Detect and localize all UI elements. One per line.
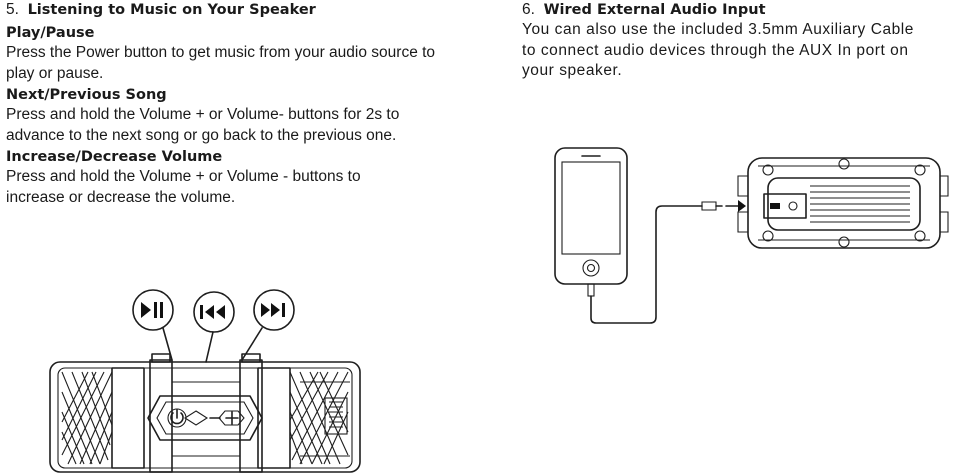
volume-heading: Increase/Decrease Volume [6,149,223,165]
text-line: You can also use the included 3.5mm Auxi… [522,21,914,38]
arrow-right-icon [725,200,746,212]
play-pause-icon [141,302,163,318]
text-line: your speaker. [522,62,623,79]
play-pause-heading: Play/Pause [6,25,95,41]
previous-track-callout [193,291,235,333]
section-5-title: 5. Listening to Music on Your Speaker [6,1,486,19]
next-previous-text: Press and hold the Volume + or Volume- b… [6,105,486,146]
volume-minus-icon [183,410,221,426]
phone-illustration [554,147,628,285]
text-line: advance to the next song or go back to t… [6,126,397,144]
left-instructions: 5. Listening to Music on Your Speaker Pl… [6,0,486,208]
volume-text: Press and hold the Volume + or Volume - … [6,167,486,208]
next-track-callout [253,289,295,331]
text-line: Press and hold the Volume + or Volume - … [6,168,361,185]
text-line: Press the Power button to get music from… [6,44,436,61]
previous-track-icon [200,305,225,319]
text-line: to connect audio devices through the AUX… [522,41,909,59]
volume-plus-icon [218,410,245,426]
play-pause-callout [132,289,174,331]
section-heading: Wired External Audio Input [543,2,766,18]
aux-text: You can also use the included 3.5mm Auxi… [522,20,969,82]
text-line: Press and hold the Volume + or Volume- b… [6,106,400,123]
power-icon [167,408,187,428]
section-number: 5. [6,1,19,18]
play-pause-text: Press the Power button to get music from… [6,43,486,84]
next-track-icon [261,303,285,317]
aux-cable [587,201,723,324]
brand-logo [324,397,348,435]
next-previous-heading: Next/Previous Song [6,87,167,103]
right-instructions: 6. Wired External Audio Input You can al… [522,0,969,82]
speaker-front-view [737,157,949,249]
speaker-top-view [49,353,361,473]
text-line: increase or decrease the volume. [6,188,236,206]
section-6-title: 6. Wired External Audio Input [522,1,969,19]
text-line: play or pause. [6,64,104,82]
section-heading: Listening to Music on Your Speaker [27,2,316,18]
section-number: 6. [522,1,535,18]
